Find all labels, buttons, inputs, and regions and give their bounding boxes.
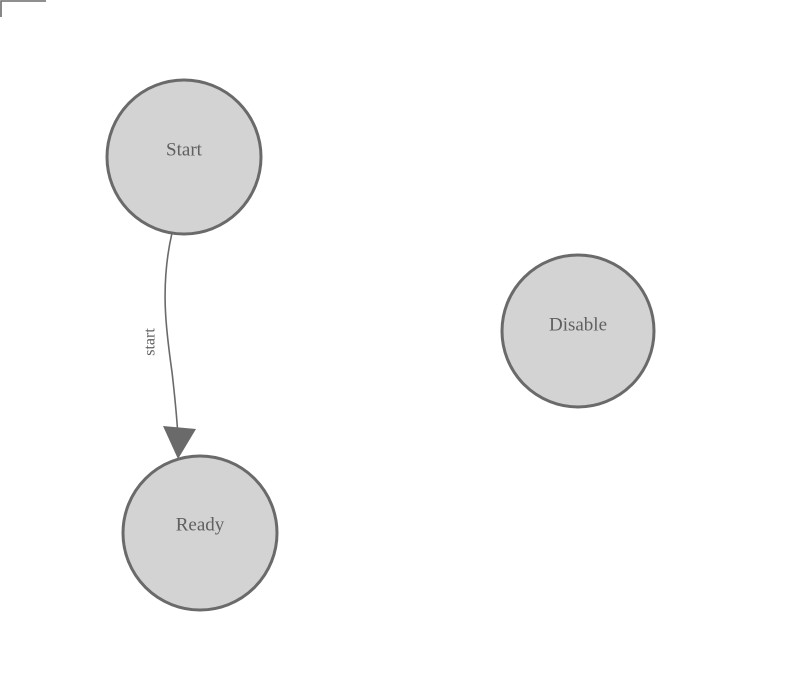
node-ready[interactable]: Ready [121,454,279,612]
node-start-circle[interactable] [105,78,263,236]
node-start-label: Start [166,140,203,161]
top-left-corner-mark [0,0,46,17]
node-disable-circle[interactable] [500,253,656,409]
node-disable-label: Disable [549,315,607,336]
node-start[interactable]: Start [105,78,263,236]
node-ready-circle[interactable] [121,454,279,612]
edge-label-start: start [142,328,159,356]
edge-start-to-ready[interactable]: start [142,232,197,459]
node-ready-label: Ready [176,515,225,536]
arrowhead-icon [163,426,196,459]
node-disable[interactable]: Disable [500,253,656,409]
edge-start-to-ready-path [164,232,179,438]
